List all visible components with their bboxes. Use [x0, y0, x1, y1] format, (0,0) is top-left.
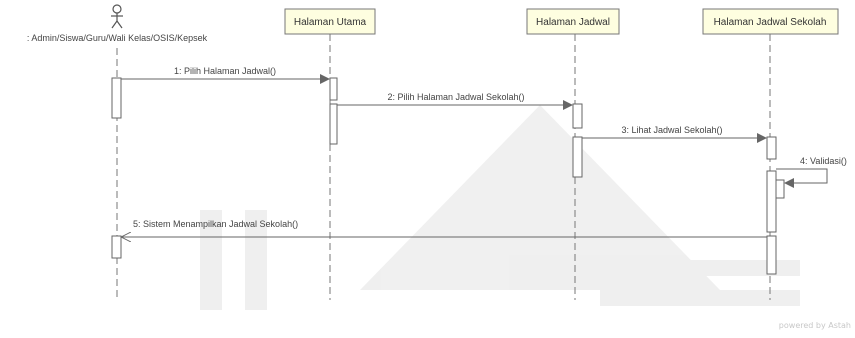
message-5-reply[interactable]: 5: Sistem Menampilkan Jadwal Sekolah() — [122, 219, 767, 237]
activation-bar[interactable] — [766, 136, 777, 160]
message-label: 5: Sistem Menampilkan Jadwal Sekolah() — [133, 219, 298, 229]
message-4-self[interactable]: 4: Validasi() — [776, 156, 847, 188]
activation-bar[interactable] — [775, 179, 785, 199]
activation-bar[interactable] — [111, 235, 122, 259]
lifeline-label: Halaman Jadwal Sekolah — [714, 17, 827, 28]
message-1[interactable]: 1: Pilih Halaman Jadwal() — [121, 66, 330, 84]
activation-bar[interactable] — [111, 77, 122, 119]
lifeline-label: Halaman Jadwal — [536, 17, 610, 28]
actor-stick-figure-icon[interactable] — [111, 4, 123, 29]
message-label: 1: Pilih Halaman Jadwal() — [174, 66, 276, 76]
lifeline-header-halaman-jadwal[interactable]: Halaman Jadwal — [526, 8, 620, 35]
powered-by-label: powered by Astah — [778, 321, 851, 330]
lifeline-label: Halaman Utama — [294, 17, 367, 28]
message-label: 2: Pilih Halaman Jadwal Sekolah() — [387, 92, 524, 102]
activation-bar[interactable] — [329, 103, 338, 145]
message-label: 3: Lihat Jadwal Sekolah() — [621, 125, 722, 135]
message-2[interactable]: 2: Pilih Halaman Jadwal Sekolah() — [337, 92, 573, 110]
message-label: 4: Validasi() — [800, 156, 847, 166]
activation-bar[interactable] — [766, 170, 777, 233]
watermark-logo — [200, 105, 800, 310]
lifeline-header-halaman-utama[interactable]: Halaman Utama — [284, 8, 376, 35]
activation-bar[interactable] — [329, 77, 338, 101]
activation-bar[interactable] — [572, 136, 583, 178]
activation-bar[interactable] — [572, 103, 583, 129]
message-3[interactable]: 3: Lihat Jadwal Sekolah() — [582, 125, 767, 143]
activation-bar[interactable] — [766, 235, 777, 275]
actor-label: : Admin/Siswa/Guru/Wali Kelas/OSIS/Kepse… — [27, 33, 208, 43]
lifeline-header-halaman-jadwal-sekolah[interactable]: Halaman Jadwal Sekolah — [702, 8, 839, 35]
